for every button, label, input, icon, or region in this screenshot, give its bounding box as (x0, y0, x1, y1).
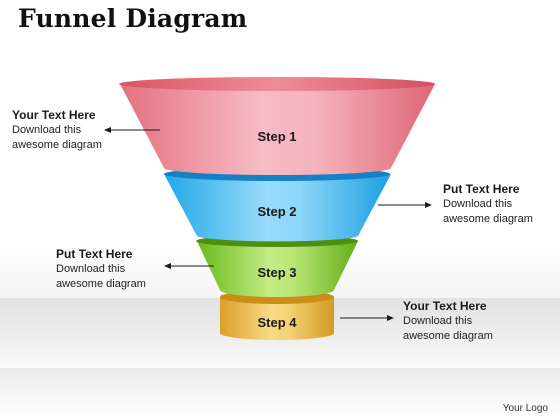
callout-step-2: Put Text Here Download this awesome diag… (443, 181, 560, 227)
callout-line-2: awesome diagram (12, 139, 102, 151)
arrow-step-4 (340, 315, 394, 321)
page-title: Funnel Diagram (18, 4, 248, 33)
step-1-label: Step 1 (257, 129, 297, 144)
arrow-step-1 (104, 127, 160, 133)
step-2-label: Step 2 (257, 204, 297, 219)
callout-line-1: Download this (56, 263, 126, 275)
logo-placeholder: Your Logo (502, 403, 548, 414)
callout-step-4: Your Text Here Download this awesome dia… (403, 298, 543, 344)
callout-line-1: Download this (443, 198, 513, 210)
callout-step-1: Your Text Here Download this awesome dia… (12, 107, 152, 153)
arrow-step-2 (378, 202, 432, 208)
callout-heading: Put Text Here (56, 247, 133, 261)
callout-heading: Your Text Here (12, 108, 96, 122)
callout-step-3: Put Text Here Download this awesome diag… (56, 246, 196, 292)
callout-heading: Put Text Here (443, 182, 520, 196)
callout-line-2: awesome diagram (403, 330, 493, 342)
callout-line-2: awesome diagram (56, 278, 146, 290)
callout-line-2: awesome diagram (443, 213, 533, 225)
step-3-label: Step 3 (257, 265, 297, 280)
arrow-step-3 (164, 263, 214, 269)
step-4-label: Step 4 (257, 315, 297, 330)
funnel-segment-step-1 (119, 77, 435, 176)
callout-line-1: Download this (403, 315, 473, 327)
callout-heading: Your Text Here (403, 299, 487, 313)
callout-line-1: Download this (12, 124, 82, 136)
